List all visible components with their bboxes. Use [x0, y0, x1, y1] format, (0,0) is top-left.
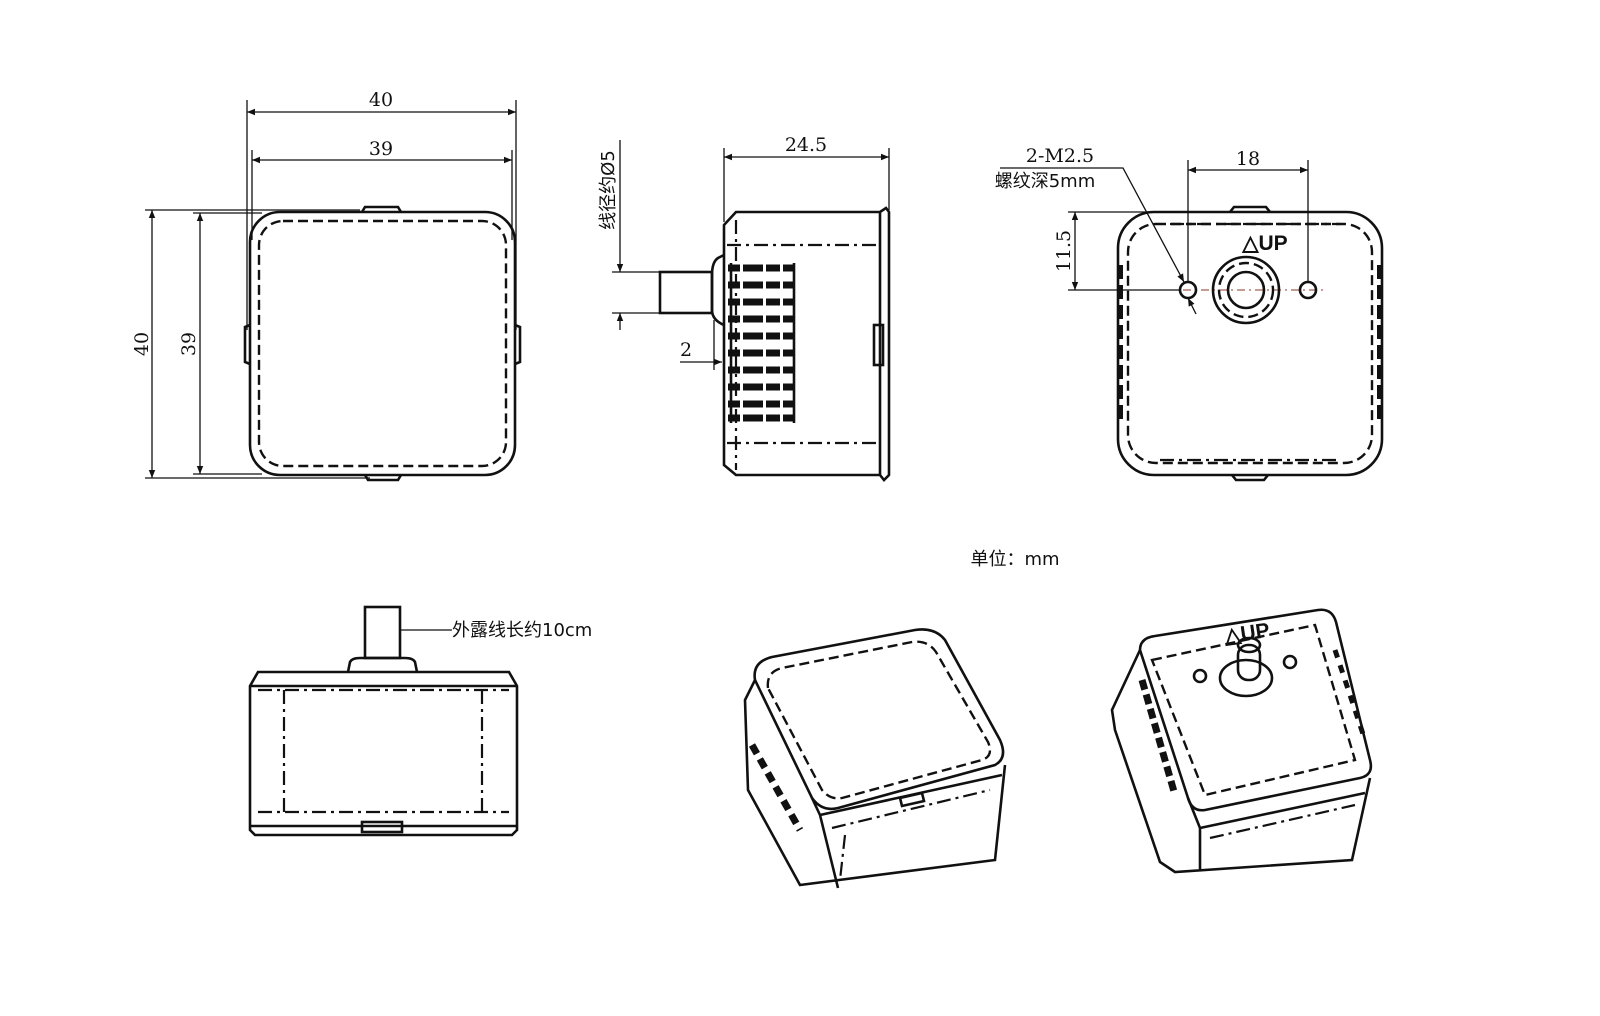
- cable-stub: [658, 270, 714, 315]
- cable-stub-bottom: [363, 605, 402, 660]
- bottom-view: 外露线长约10cm: [248, 605, 592, 837]
- up-mark: △UP: [1241, 232, 1287, 255]
- cable-boot: [710, 253, 725, 327]
- dim-offset: 2: [680, 339, 692, 361]
- front-inner-dashed: [257, 219, 508, 468]
- side-vents: [1117, 265, 1383, 425]
- dim-hole-spacing: 18: [1236, 148, 1260, 170]
- side-view: 24.5 线径约Ø5 2: [598, 134, 891, 482]
- front-view: 40 39 40 39: [131, 89, 522, 482]
- iso-view-front: [743, 628, 1007, 889]
- dim-hole-height: 11.5: [1053, 230, 1075, 272]
- top-tab: [360, 205, 403, 213]
- cable-length-label: 外露线长约10cm: [452, 620, 592, 641]
- cable-diameter-label: 线径约Ø5: [598, 150, 619, 230]
- dim-height-outer: 40: [131, 332, 153, 356]
- rear-outline: [1116, 210, 1384, 477]
- thread-depth: 螺纹深5mm: [995, 171, 1096, 192]
- unit-note: 单位：mm: [970, 549, 1059, 570]
- dim-height-inner: 39: [178, 332, 200, 356]
- front-outline: [248, 210, 517, 477]
- rear-view: △UP 18 11.5 2-M2.5 螺纹深5mm: [995, 145, 1384, 482]
- dim-width-inner: 39: [369, 138, 393, 160]
- dim-width-outer: 40: [369, 89, 393, 111]
- dim-depth: 24.5: [785, 134, 827, 156]
- side-outline: [722, 206, 891, 482]
- cable-gland: [1211, 255, 1281, 325]
- iso-view-rear: △UP: [1110, 608, 1373, 874]
- bottom-outline: [248, 670, 519, 837]
- thread-leader: [1000, 167, 1185, 283]
- vent-fins: [728, 263, 796, 423]
- thread-spec: 2-M2.5: [1026, 145, 1094, 167]
- right-tab: [514, 323, 522, 366]
